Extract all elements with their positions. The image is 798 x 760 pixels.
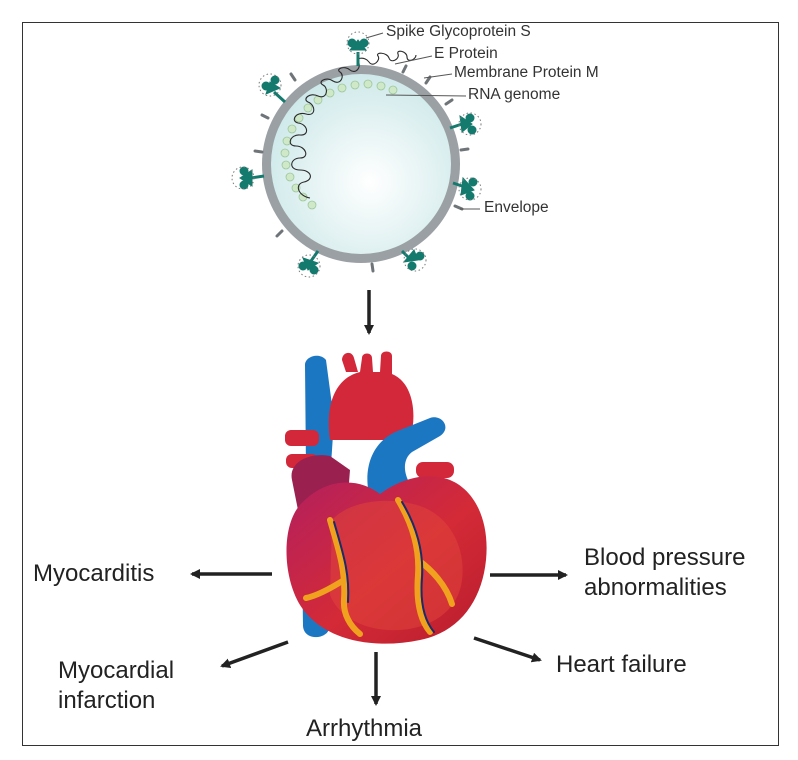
label-blood-pressure-line2: abnormalities [584, 574, 727, 601]
label-leaders [365, 32, 480, 210]
spike-proteins [239, 38, 478, 275]
label-envelope: Envelope [484, 199, 549, 216]
label-rna-genome: RNA genome [468, 86, 561, 103]
label-blood-pressure-abnormalities: Blood pressure abnormalities [584, 543, 745, 603]
aorta [328, 351, 414, 440]
label-arrhythmia: Arrhythmia [306, 715, 423, 742]
label-e-protein: E Protein [434, 45, 498, 62]
label-myocarditis: Myocarditis [33, 560, 155, 587]
virus-interior [271, 74, 451, 254]
label-membrane-protein: Membrane Protein M [454, 64, 599, 81]
label-spike-glycoprotein: Spike Glycoprotein S [386, 23, 531, 40]
membrane-proteins [253, 64, 470, 273]
outcome-arrows [190, 569, 568, 706]
pulmonary-artery [367, 417, 446, 505]
spike-bottom-left [298, 250, 320, 275]
spike-left [239, 166, 265, 190]
spike-right [452, 176, 478, 201]
label-heart-failure: Heart failure [556, 651, 687, 678]
pulmonary-vein-upper [285, 430, 319, 446]
spike-bottom-right [400, 249, 425, 271]
figure-frame [22, 22, 779, 746]
arrow-myocardial-infarction [220, 640, 289, 668]
spike-upper-right [449, 113, 477, 135]
heart-illustration [285, 351, 487, 644]
label-myocardial-infarction: Myocardial infarction [58, 656, 174, 716]
coronary-veins [333, 501, 435, 633]
label-myocardial-line2: infarction [58, 687, 156, 714]
label-myocardial-line1: Myocardial [58, 657, 175, 684]
spike-top [347, 38, 369, 66]
arrow-heart-failure [473, 636, 542, 663]
coronavirus-illustration [231, 31, 482, 278]
spike-upper-left [261, 75, 287, 104]
spike-halos [231, 31, 482, 278]
label-blood-pressure-line1: Blood pressure [584, 544, 746, 571]
rna-beads [280, 79, 398, 210]
rna-coil [289, 50, 417, 199]
